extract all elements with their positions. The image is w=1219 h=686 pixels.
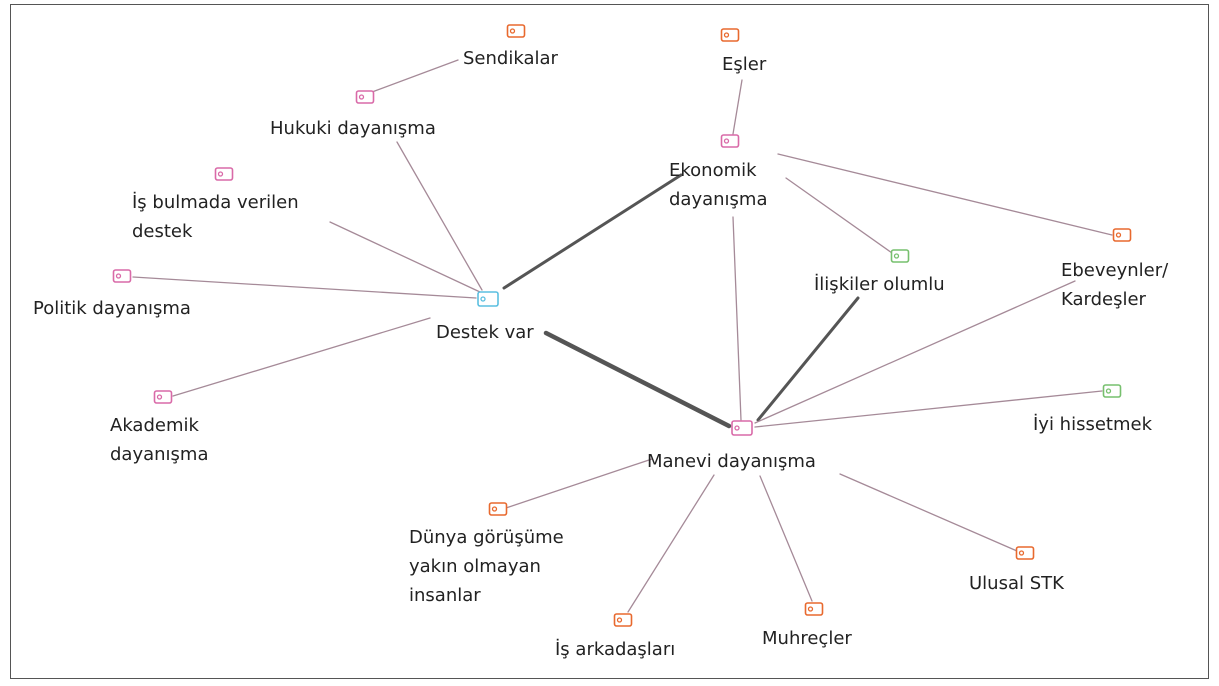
edge-ekonomik-manevi xyxy=(732,216,742,421)
code-tag-icon[interactable] xyxy=(804,602,824,616)
node-label-akademik[interactable]: Akademik dayanışma xyxy=(110,415,209,465)
code-tag-icon[interactable] xyxy=(1102,384,1122,398)
edge-destek-ekonomik xyxy=(502,173,683,290)
code-tag-icon[interactable] xyxy=(488,502,508,516)
code-tag-icon[interactable] xyxy=(1015,546,1035,560)
code-tag-icon[interactable] xyxy=(720,134,740,148)
node-label-sendikalar[interactable]: Sendikalar xyxy=(463,48,558,69)
node-label-politik[interactable]: Politik dayanışma xyxy=(33,298,191,319)
node-label-iliskiler[interactable]: İlişkiler olumlu xyxy=(814,274,945,295)
code-tag-icon[interactable] xyxy=(720,28,740,42)
edge-manevi-ulusal xyxy=(839,473,1018,552)
edge-hukuki-sendikalar xyxy=(371,59,459,93)
diagram-frame xyxy=(10,4,1209,679)
edge-manevi-ebeveynler xyxy=(754,280,1076,424)
node-label-hukuki[interactable]: Hukuki dayanışma xyxy=(270,118,436,139)
node-label-ebeveynler[interactable]: Ebeveynler/ Kardeşler xyxy=(1061,260,1169,310)
edge-destek-politik xyxy=(132,276,477,299)
code-tag-icon[interactable] xyxy=(214,167,234,181)
code-tag-icon[interactable] xyxy=(506,24,526,38)
node-label-isbulmada[interactable]: İş bulmada verilen destek xyxy=(132,192,299,242)
code-tag-icon[interactable] xyxy=(153,390,173,404)
node-label-isarkadaslari[interactable]: İş arkadaşları xyxy=(555,639,676,660)
node-label-iyi[interactable]: İyi hissetmek xyxy=(1033,414,1153,435)
edge-ekonomik-ebeveynler xyxy=(777,153,1113,236)
edge-ekonomik-esler xyxy=(732,79,743,135)
edge-destek-manevi xyxy=(543,330,732,429)
node-label-manevi[interactable]: Manevi dayanışma xyxy=(647,451,816,472)
code-tag-icon[interactable] xyxy=(477,291,499,307)
code-tag-icon[interactable] xyxy=(890,249,910,263)
edge-manevi-isarkadaslari xyxy=(627,474,715,613)
node-label-ulusal[interactable]: Ulusal STK xyxy=(969,573,1064,594)
node-label-ekonomik[interactable]: Ekonomik dayanışma xyxy=(669,160,768,210)
node-label-esler[interactable]: Eşler xyxy=(722,54,767,75)
node-label-dunya[interactable]: Dünya görüşüme yakın olmayan insanlar xyxy=(409,527,564,606)
code-tag-icon[interactable] xyxy=(112,269,132,283)
edge-manevi-dunya xyxy=(505,458,653,509)
node-label-muhrecler[interactable]: Muhreçler xyxy=(762,628,852,649)
code-tag-icon[interactable] xyxy=(355,90,375,104)
code-tag-icon[interactable] xyxy=(1112,228,1132,242)
edge-destek-hukuki xyxy=(396,141,483,291)
edge-manevi-iliskiler xyxy=(756,296,860,422)
code-tag-icon[interactable] xyxy=(731,420,753,436)
code-tag-icon[interactable] xyxy=(613,613,633,627)
edge-destek-akademik xyxy=(172,317,431,397)
edge-manevi-iyi xyxy=(754,390,1103,428)
edge-manevi-muhrecler xyxy=(759,475,813,602)
edge-ekonomik-iliskiler xyxy=(785,177,893,254)
node-label-destek[interactable]: Destek var xyxy=(436,322,534,343)
edge-destek-isbulmada xyxy=(329,221,481,293)
